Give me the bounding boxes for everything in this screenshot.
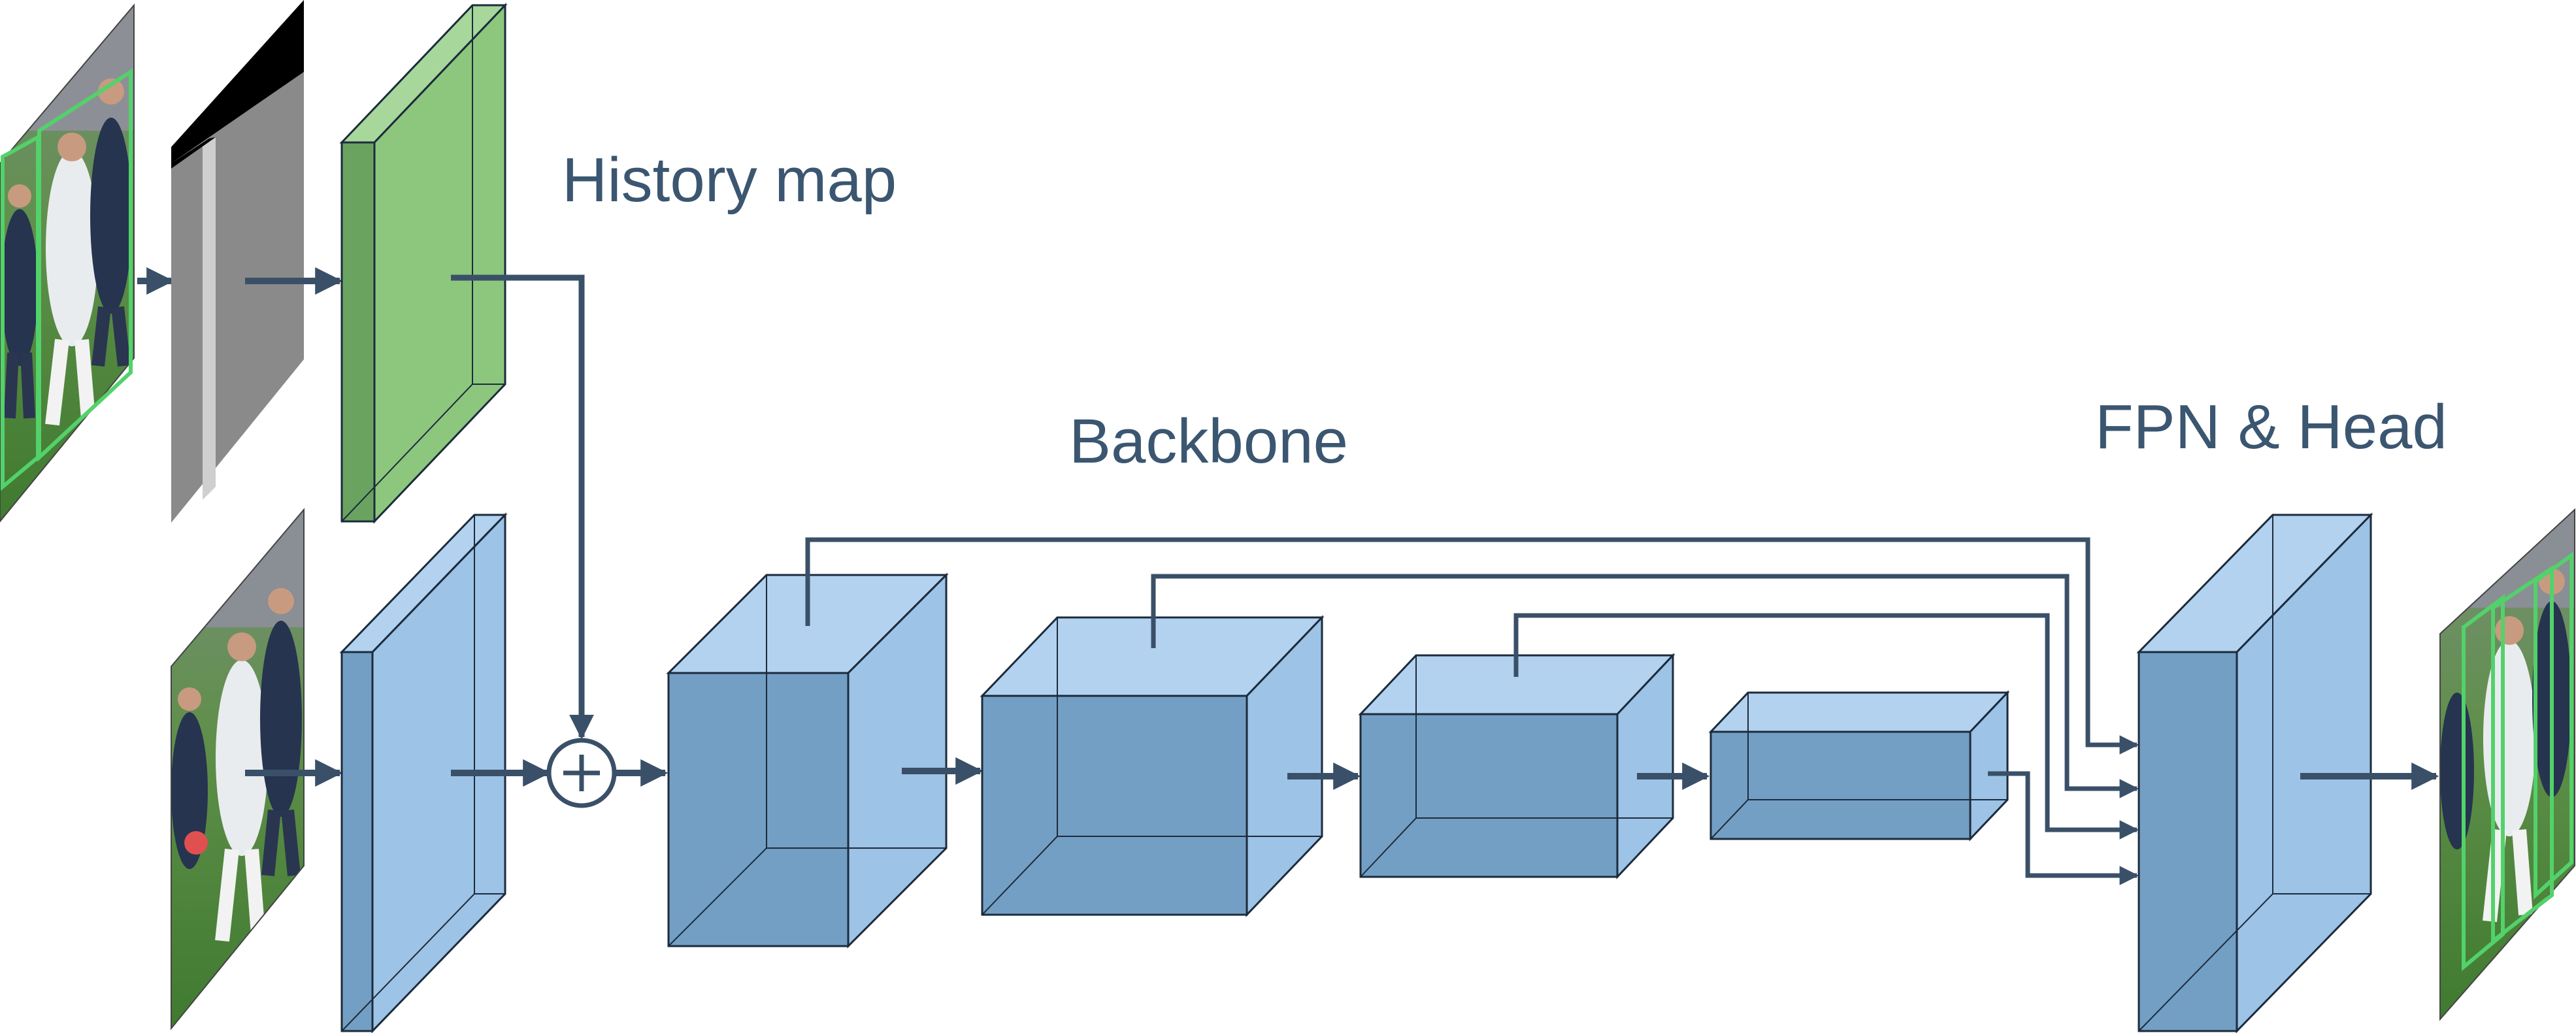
history-mask-image [171,0,304,523]
output-frame-image [2439,508,2575,1021]
skip-connections [805,537,2139,885]
stem-block [339,512,508,1033]
backbone-stage-4 [1708,690,2010,842]
plus-circle-icon [546,738,617,808]
detection-box [0,68,133,491]
history-connector-arrow [451,274,594,740]
history-map-label: History map [562,145,897,215]
history-map-block [339,3,508,524]
previous-frame-image [0,3,135,523]
detection-box [2462,551,2573,972]
fpn-head-label: FPN & Head [2095,392,2447,462]
input-frame-image [171,508,305,1030]
backbone-stage-3 [1358,653,1676,879]
backbone-stage-1 [666,572,949,949]
backbone-stage-2 [980,615,1325,917]
backbone-label: Backbone [1069,406,1348,476]
